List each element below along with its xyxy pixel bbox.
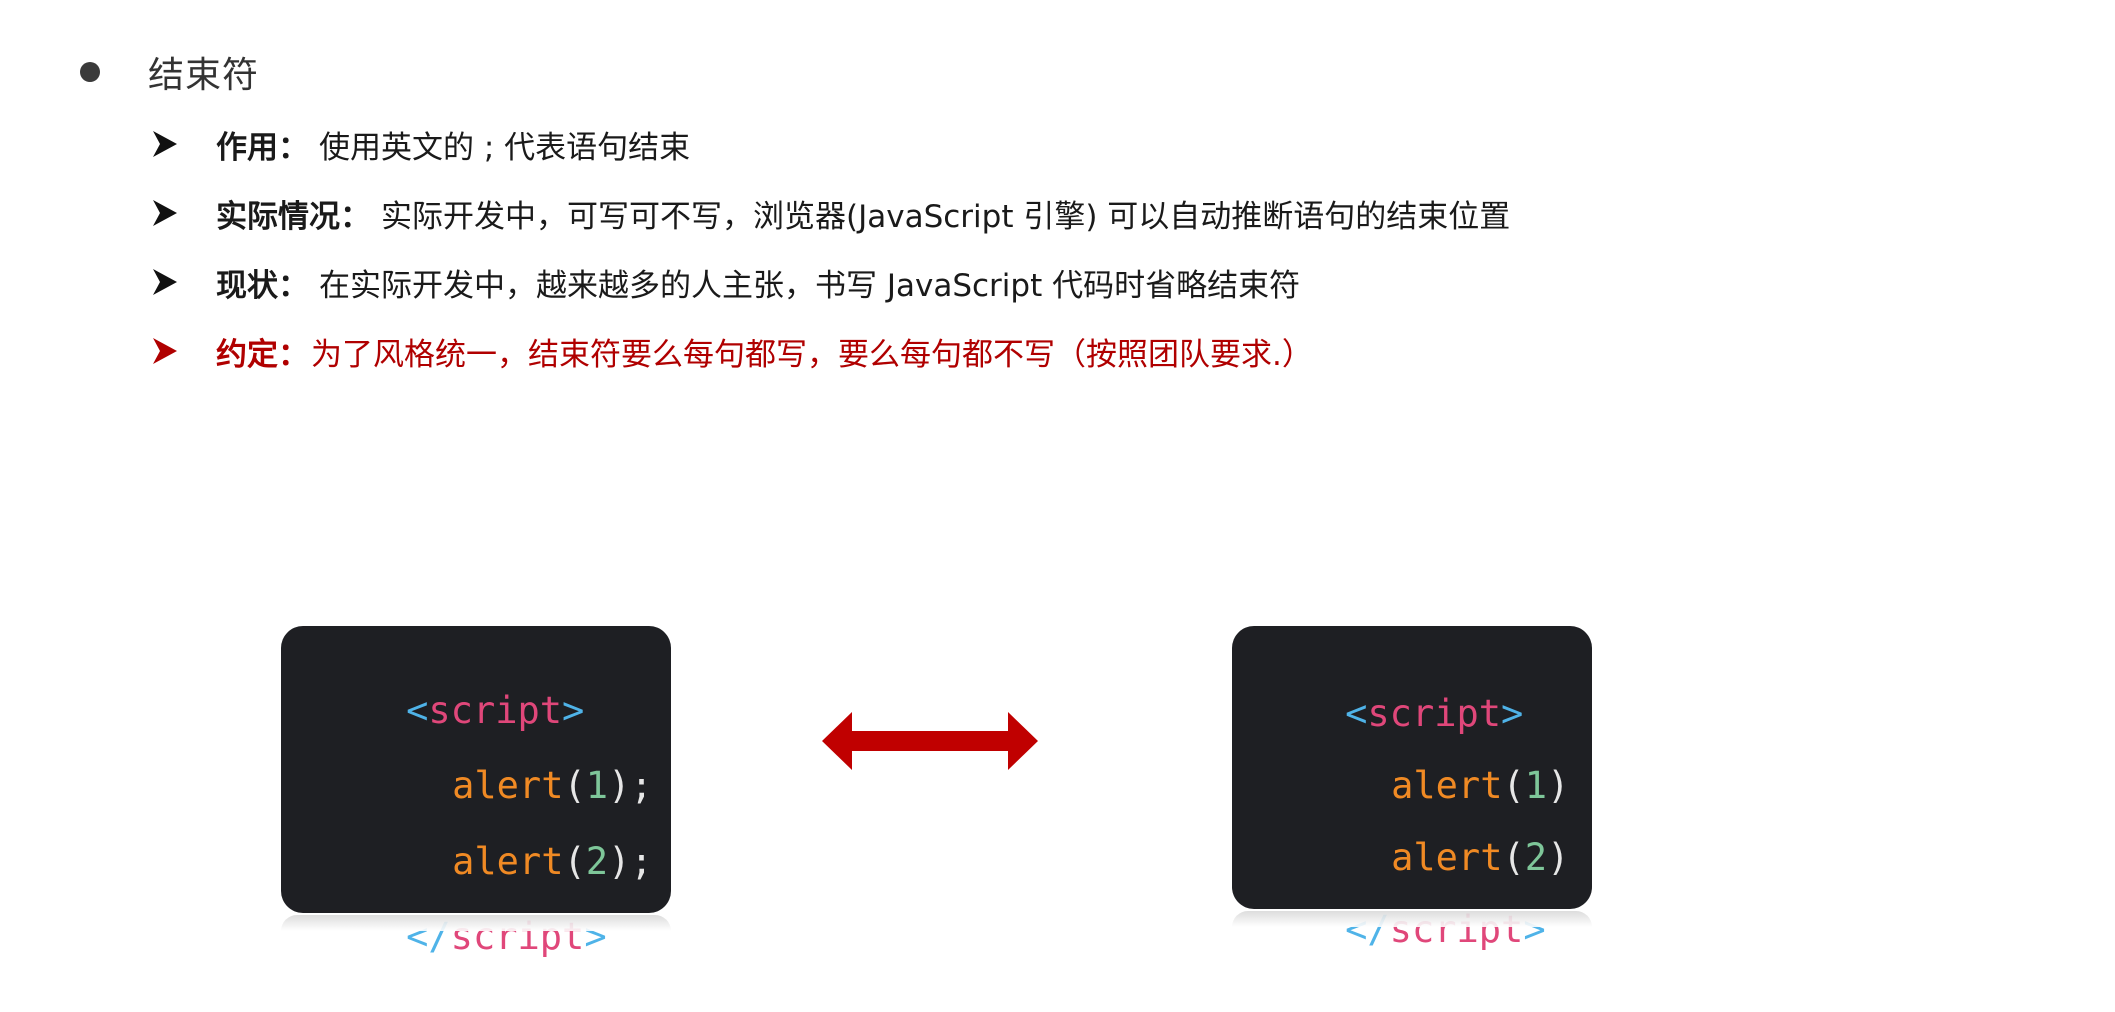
arrowhead-right-icon	[153, 338, 177, 364]
code-block-reflection	[1232, 911, 1592, 927]
code-line-open-tag: <script>	[1345, 692, 1524, 735]
list-item-convention: 约定： 为了风格统一，结束符要么每句都写，要么每句都不写（按照团队要求.）	[152, 326, 1313, 376]
code-block-reflection	[281, 915, 671, 931]
item-label: 约定：	[216, 336, 309, 373]
code-line-close-tag: </script>	[1345, 908, 1546, 951]
item-text: 为了风格统一，结束符要么每句都写，要么每句都不写（按照团队要求.）	[311, 336, 1313, 373]
item-label: 实际情况：	[216, 198, 371, 235]
item-text: 实际开发中，可写可不写，浏览器(JavaScript 引擎) 可以自动推断语句的…	[381, 198, 1511, 235]
arrowhead-right-icon	[153, 131, 177, 157]
code-block-without-semicolons: <script> alert(1) alert(2) </script>	[1232, 626, 1592, 951]
code-line-close-tag: </script>	[406, 915, 607, 958]
arrowhead-right-icon	[153, 269, 177, 295]
code-line-open-tag: <script>	[406, 689, 585, 732]
arrowhead-right-icon	[153, 200, 177, 226]
code-line-alert-2: alert(2)	[1391, 836, 1570, 879]
item-label: 现状：	[216, 267, 309, 304]
list-item-status: 现状： 在实际开发中，越来越多的人主张，书写 JavaScript 代码时省略结…	[152, 257, 1300, 307]
code-block-with-semicolons: <script> alert(1); alert(2); </script>	[281, 626, 671, 958]
item-text: 在实际开发中，越来越多的人主张，书写 JavaScript 代码时省略结束符	[319, 267, 1301, 304]
section-heading: 结束符	[80, 44, 259, 100]
item-label: 作用：	[216, 129, 309, 166]
double-headed-arrow-icon	[822, 712, 1038, 770]
list-item-purpose: 作用： 使用英文的 ; 代表语句结束	[152, 119, 690, 169]
section-title: 结束符	[148, 55, 260, 96]
code-line-alert-2: alert(2);	[452, 840, 653, 883]
item-text: 使用英文的 ; 代表语句结束	[319, 129, 691, 166]
list-item-actual-situation: 实际情况： 实际开发中，可写可不写，浏览器(JavaScript 引擎) 可以自…	[152, 188, 1510, 238]
code-line-alert-1: alert(1)	[1391, 764, 1570, 807]
code-line-alert-1: alert(1);	[452, 764, 653, 807]
bullet-dot-icon	[80, 62, 100, 82]
